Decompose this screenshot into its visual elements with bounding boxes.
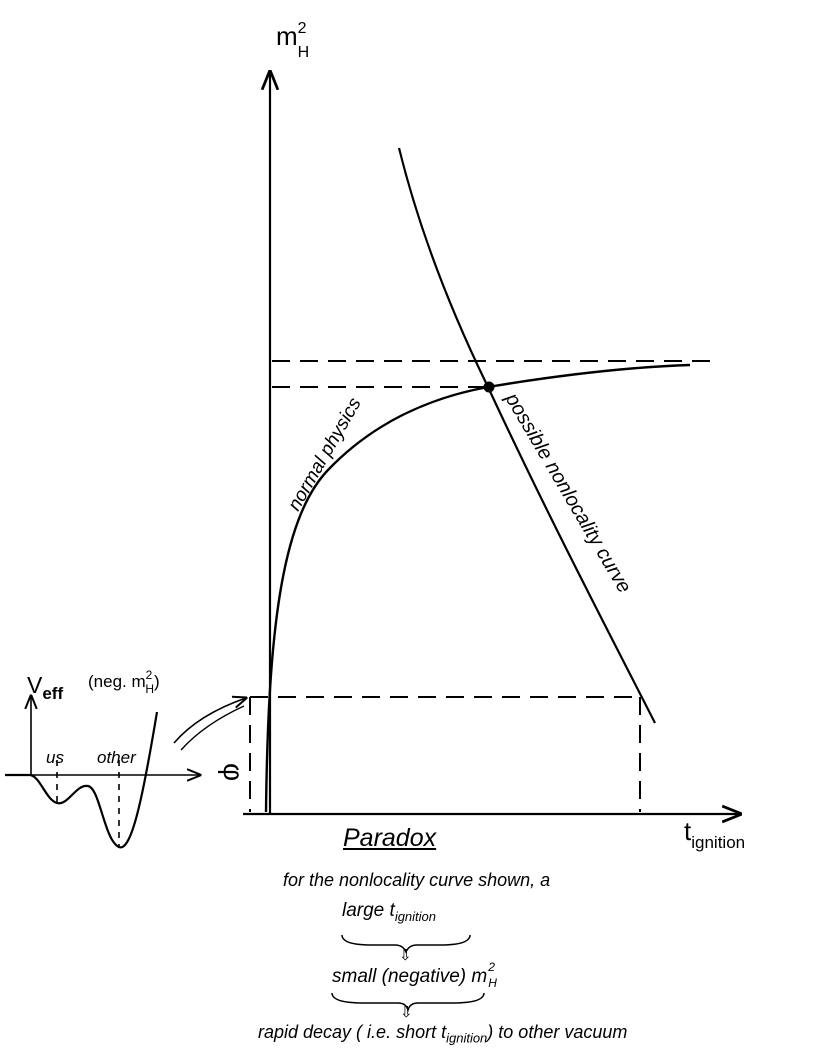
caption-small-m: small (negative) m — [332, 966, 488, 987]
caption-arrow-2: ⇩ — [400, 1004, 413, 1021]
inset-to-plot-arrow-second-stroke — [180, 705, 245, 751]
brace-small-m — [331, 992, 485, 1013]
inset-x-label: φ — [218, 763, 249, 781]
inset-potential-curve — [5, 711, 159, 849]
nonlocality-curve-label: possible nonlocality curve — [500, 389, 635, 597]
caption-large-t: large t — [342, 900, 395, 921]
caption-large-t-sub: ignition — [394, 908, 437, 924]
caption-line-4: rapid decay ( i.e. short tignition) to o… — [258, 1022, 628, 1046]
nonlocality-curve — [397, 147, 656, 724]
caption-line-2: large tignition — [342, 900, 436, 924]
inset-label-other: other — [97, 748, 137, 767]
caption-line-1: for the nonlocality curve shown, a — [283, 870, 551, 890]
intersection-point — [483, 381, 495, 393]
normal-physics-label: normal physics — [284, 394, 366, 515]
paradox-title: Paradox — [343, 824, 437, 852]
inset-label-us: us — [46, 748, 64, 767]
x-axis-label: tignition — [684, 816, 745, 852]
caption-arrow-1: ⇩ — [399, 947, 412, 964]
normal-physics-curve — [264, 363, 691, 813]
inset-to-plot-arrow — [173, 698, 246, 744]
inset-y-label: Veff — [27, 672, 63, 703]
brace-large-t — [341, 934, 471, 954]
